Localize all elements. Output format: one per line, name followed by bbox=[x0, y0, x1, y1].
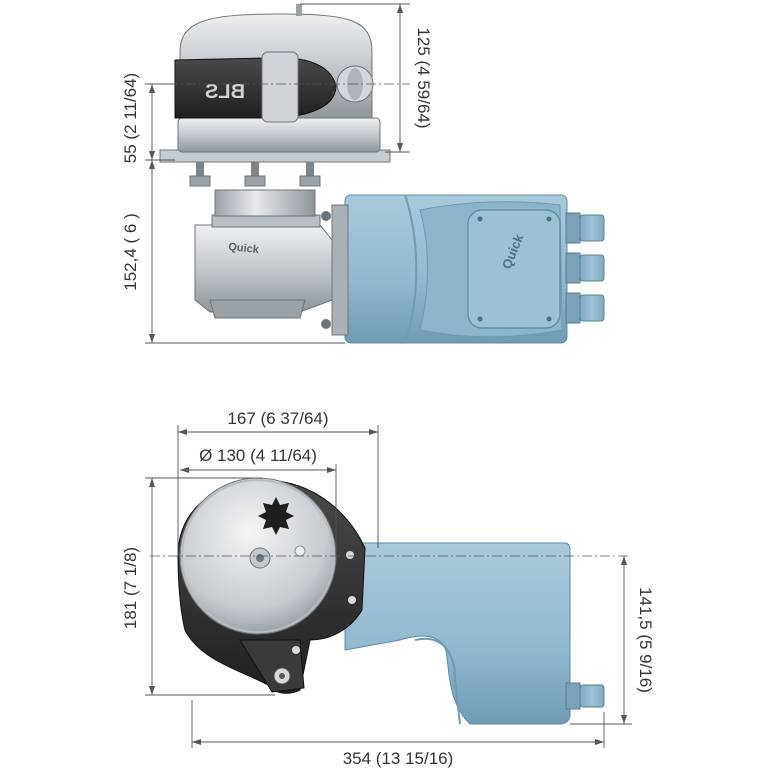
dim-height-low-label: 152,4 ( 6 ) bbox=[121, 213, 140, 291]
side-view: Quick Quick bbox=[121, 3, 605, 344]
dim-height-top-label: 125 (4 59/64) bbox=[414, 27, 433, 128]
dim-overall-length-label: 354 (13 15/16) bbox=[343, 749, 454, 768]
dim-overall-length: 354 (13 15/16) bbox=[191, 700, 605, 768]
dim-overall-width: 167 (6 37/64) bbox=[177, 409, 379, 556]
dim-height-mid: 55 (2 11/64) bbox=[121, 73, 175, 163]
handle-socket-icon bbox=[258, 497, 294, 535]
top-motor-housing bbox=[344, 542, 605, 725]
gypsy-lettering: BLS bbox=[205, 81, 245, 103]
top-view: 167 (6 37/64) Ø 130 (4 11/64) 181 (7 1/8… bbox=[121, 409, 655, 768]
dim-motor-height: 141,5 (5 9/16) bbox=[570, 556, 655, 725]
side-cable-glands bbox=[565, 212, 605, 324]
side-junction-cover bbox=[467, 209, 561, 329]
side-gearbox: Quick bbox=[194, 189, 333, 319]
dim-drum-diameter: Ø 130 (4 11/64) bbox=[180, 446, 337, 556]
side-motor-housing: Quick bbox=[344, 194, 568, 344]
chain-stripper bbox=[261, 51, 299, 123]
dim-drum-diameter-label: Ø 130 (4 11/64) bbox=[199, 446, 317, 465]
gearbox-logo: Quick bbox=[228, 241, 261, 256]
mounting-studs bbox=[189, 162, 321, 187]
dim-height-top: 125 (4 59/64) bbox=[300, 3, 433, 153]
dim-motor-height-label: 141,5 (5 9/16) bbox=[636, 587, 655, 693]
dim-depth-label: 181 (7 1/8) bbox=[121, 547, 140, 629]
dim-depth: 181 (7 1/8) bbox=[121, 477, 275, 696]
dim-height-mid-label: 55 (2 11/64) bbox=[121, 73, 140, 163]
dim-height-low: 152,4 ( 6 ) bbox=[121, 160, 345, 344]
side-winch-head: BLS bbox=[174, 4, 381, 153]
top-cable-gland bbox=[579, 684, 605, 708]
dim-overall-width-label: 167 (6 37/64) bbox=[227, 409, 328, 428]
